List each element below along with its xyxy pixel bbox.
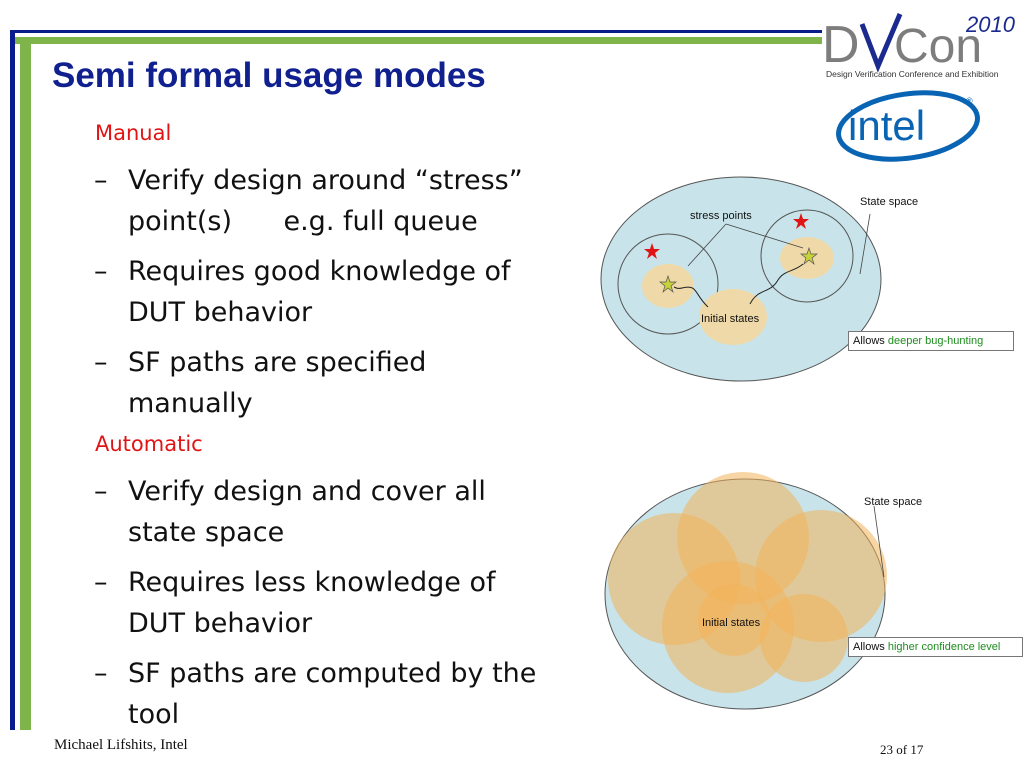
dvcon-logo-year: 2010 [965, 12, 1016, 37]
bullet-line: Verify design around “stress” [128, 165, 523, 196]
state-space-label: State space [860, 196, 918, 208]
dvcon-logo: D Con 2010 [822, 12, 1016, 74]
automatic-heading: Automatic [95, 432, 203, 456]
manual-callout: Allows deeper bug-hunting [848, 331, 1014, 351]
manual-heading: Manual [95, 121, 172, 145]
bullet-dash: – [94, 165, 108, 196]
left-frame-bar-blue [10, 30, 15, 730]
state-space-label-leader [873, 505, 885, 578]
bullet-line: DUT behavior [128, 297, 313, 328]
dvcon-subtitle: Design Verification Conference and Exhib… [826, 69, 999, 79]
stress-label-leader [687, 223, 727, 267]
callout-highlight: higher confidence level [887, 641, 1001, 653]
stress-point-region-circle [760, 209, 854, 303]
intel-logo: intel ® [836, 90, 980, 162]
sf-path [673, 286, 709, 308]
state-space-label-leader [859, 213, 871, 275]
bullet-dash: – [94, 347, 108, 378]
intel-logo-registered: ® [966, 96, 973, 106]
bullet-line: state space [128, 517, 285, 548]
red-star-icon [644, 243, 660, 259]
bullet-line: Verify design and cover all [128, 476, 486, 507]
stress-label-leader [725, 223, 804, 249]
bullet-line: SF paths are computed by the [128, 658, 537, 689]
bullet-line: Requires good knowledge of [128, 256, 511, 287]
initial-states-circle [698, 584, 770, 656]
automatic-bullet-item: – Verify design and cover all state spac… [94, 471, 599, 553]
footer-author: Michael Lifshits, Intel [54, 737, 188, 753]
footer-page-number: 23 of 17 [880, 742, 924, 757]
manual-bullet-item: – Verify design around “stress” point(s)… [94, 160, 599, 242]
dvcon-logo-v-check [859, 13, 903, 73]
automatic-bullet-list: – Verify design and cover all state spac… [94, 471, 599, 744]
manual-bullet-item: – Requires good knowledge of DUT behavio… [94, 251, 599, 333]
automatic-callout: Allows higher confidence level [848, 637, 1023, 657]
manual-state-space-diagram: stress points State space Initial states [600, 176, 918, 382]
red-star-icon [793, 213, 809, 229]
initial-states-label: Initial states [701, 313, 760, 325]
intel-logo-wordmark: intel [848, 102, 925, 149]
left-frame-bar-green [20, 37, 31, 730]
yellow-star-icon [659, 274, 677, 294]
intel-logo-swirl [836, 90, 980, 162]
bullet-line: Requires less knowledge of [128, 567, 496, 598]
dvcon-logo-d: D [822, 16, 860, 74]
bullet-dash: – [94, 256, 108, 287]
state-space-ellipse [600, 176, 882, 382]
bullet-dash: – [94, 476, 108, 507]
initial-states-label: Initial states [702, 617, 761, 629]
callout-prefix: Allows [853, 641, 888, 653]
stress-points-label: stress points [690, 210, 752, 222]
bullet-line: point(s) e.g. full queue [128, 206, 478, 237]
bullet-line: manually [128, 388, 253, 419]
bullet-line: DUT behavior [128, 608, 313, 639]
bullet-dash: – [94, 658, 108, 689]
automatic-bullet-item: – SF paths are computed by the tool [94, 653, 599, 735]
bullet-dash: – [94, 567, 108, 598]
dvcon-logo-con: Con [894, 20, 982, 73]
yellow-star-icon [800, 246, 818, 266]
callout-highlight: deeper bug-hunting [887, 335, 984, 347]
manual-bullet-list: – Verify design around “stress” point(s)… [94, 160, 599, 433]
top-frame-bar-blue [10, 30, 822, 33]
bullet-line: tool [128, 699, 180, 730]
automatic-bullet-item: – Requires less knowledge of DUT behavio… [94, 562, 599, 644]
bullet-line: SF paths are specified [128, 347, 427, 378]
sf-path [749, 263, 804, 305]
automatic-state-space-diagram: State space Initial states [604, 472, 922, 710]
top-frame-bar-green [10, 37, 822, 44]
state-space-label: State space [864, 496, 922, 508]
stress-point-region-circle [617, 233, 719, 335]
slide-title: Semi formal usage modes [52, 56, 486, 95]
coverage-circle [760, 594, 848, 682]
callout-prefix: Allows [853, 335, 888, 347]
manual-bullet-item: – SF paths are specified manually [94, 342, 599, 424]
